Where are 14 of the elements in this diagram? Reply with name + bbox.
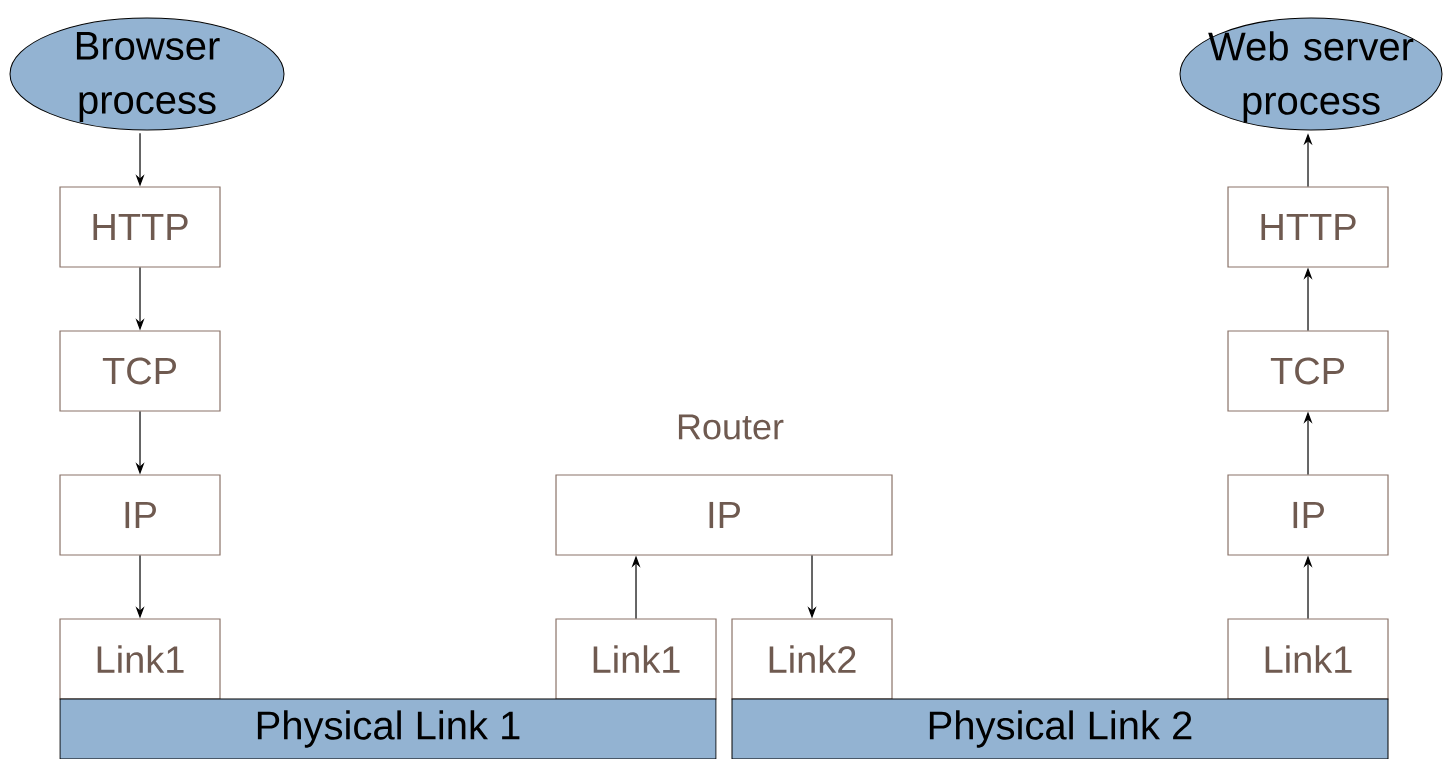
layer-box: TCP [1227, 330, 1389, 412]
physical-link-bar: Physical Link 1 [59, 698, 717, 759]
layer-box: IP [1227, 474, 1389, 556]
layer-box: TCP [59, 330, 221, 412]
layer-box: Link1 [59, 618, 221, 700]
layer-box: Link1 [1227, 618, 1389, 700]
router-label: Router [678, 414, 784, 440]
layer-box: IP [555, 474, 893, 556]
layer-box: HTTP [59, 186, 221, 268]
layer-box: IP [59, 474, 221, 556]
layer-box: HTTP [1227, 186, 1389, 268]
layer-box: Link1 [555, 618, 717, 700]
physical-link-bar: Physical Link 2 [731, 698, 1389, 759]
layer-box: Link2 [731, 618, 893, 700]
